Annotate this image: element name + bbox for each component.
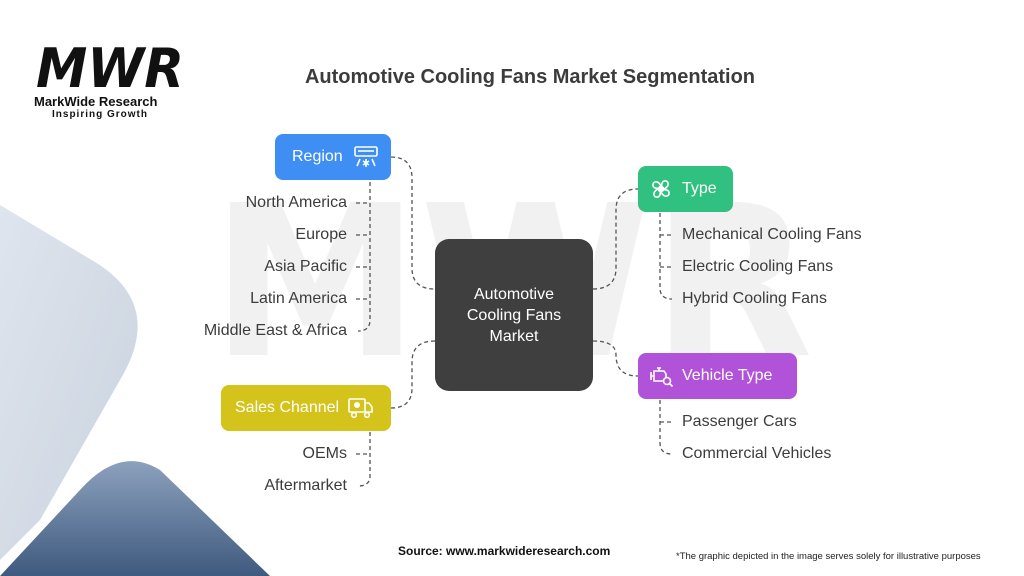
brand-logo: MWR	[36, 40, 184, 92]
region-item: Latin America	[250, 290, 347, 307]
fan-icon	[648, 176, 674, 202]
source-text: Source: www.markwideresearch.com	[398, 544, 611, 558]
vehicle-type-label: Vehicle Type	[682, 367, 773, 384]
air-conditioner-icon	[353, 144, 379, 170]
svg-text:MWR: MWR	[36, 40, 184, 92]
engine-search-icon	[648, 363, 674, 389]
vehicle-type-item: Commercial Vehicles	[682, 445, 832, 462]
type-item: Hybrid Cooling Fans	[682, 290, 827, 307]
center-node: Automotive Cooling Fans Market	[435, 239, 593, 391]
region-item: Europe	[295, 226, 347, 243]
disclaimer-note: *The graphic depicted in the image serve…	[676, 551, 981, 562]
brand-tagline: Inspiring Growth	[52, 109, 148, 120]
delivery-truck-icon	[347, 395, 373, 421]
type-item: Electric Cooling Fans	[682, 258, 834, 275]
type-label: Type	[682, 180, 717, 197]
center-label: Automotive Cooling Fans Market	[466, 285, 562, 345]
vehicle-type-pill: Vehicle Type	[638, 353, 797, 399]
brand-name: MarkWide Research	[34, 94, 158, 109]
sales-channel-pill: Sales Channel	[221, 385, 391, 431]
vehicle-type-item: Passenger Cars	[682, 413, 797, 430]
region-item: Asia Pacific	[264, 258, 347, 275]
type-pill: Type	[638, 166, 733, 212]
region-item: North America	[245, 194, 347, 211]
sales-channel-label: Sales Channel	[235, 399, 340, 416]
region-pill: Region	[275, 134, 391, 180]
sales-channel-item: Aftermarket	[264, 477, 347, 494]
region-label: Region	[292, 148, 343, 165]
region-item: Middle East & Africa	[203, 322, 347, 339]
page-title: Automotive Cooling Fans Market Segmentat…	[304, 66, 756, 88]
type-item: Mechanical Cooling Fans	[682, 226, 862, 243]
sales-channel-item: OEMs	[302, 445, 347, 462]
